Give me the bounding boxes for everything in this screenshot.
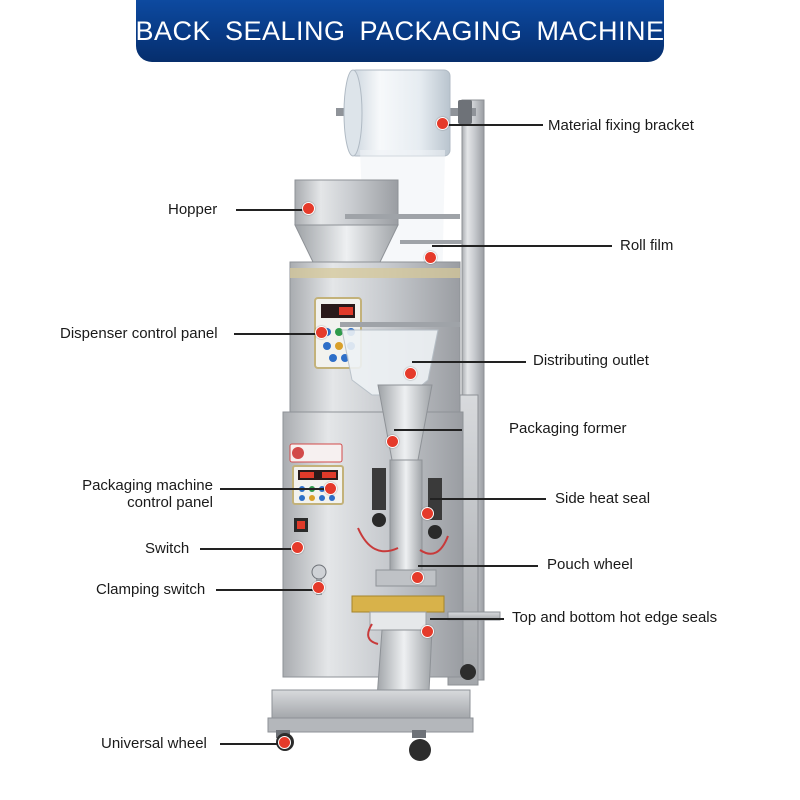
label-hopper: Hopper xyxy=(168,201,218,218)
label-top-bottom-hot-edge-seals: Top and bottom hot edge seals xyxy=(512,609,718,626)
heater-wire-left xyxy=(357,527,399,553)
dispenser-band xyxy=(290,268,460,278)
leader-top-bottom-hot-edge-seals xyxy=(430,618,504,620)
leader-pouch-wheel xyxy=(418,565,538,567)
film-roll-edge xyxy=(343,69,363,157)
marker-dispenser-control-panel xyxy=(315,326,328,339)
label-roll-film: Roll film xyxy=(620,237,674,254)
pouch-wheel-block xyxy=(375,569,437,587)
hopper-cone xyxy=(294,224,399,263)
leader-hopper xyxy=(236,209,310,211)
leader-material-fixing-bracket xyxy=(445,124,543,126)
label-switch: Switch xyxy=(145,540,190,557)
label-universal-wheel: Universal wheel xyxy=(101,735,207,752)
leader-roll-film xyxy=(432,245,612,247)
title-banner: BACK SEALING PACKAGING MACHINE xyxy=(135,0,665,62)
outlet-bar xyxy=(340,322,460,327)
leader-dispenser-control-panel xyxy=(234,333,322,335)
leader-clamping-switch xyxy=(216,589,316,591)
film-roll xyxy=(349,69,451,157)
marker-distributing-outlet xyxy=(404,367,417,380)
wheel-front-right xyxy=(409,739,431,761)
marker-pouch-wheel xyxy=(411,571,424,584)
marker-clamping-switch xyxy=(312,581,325,594)
edge-seal-bar xyxy=(351,595,445,613)
label-line-2: control panel xyxy=(127,494,213,511)
brand-badge xyxy=(289,443,343,463)
marker-universal-wheel xyxy=(278,736,291,749)
clamp-knob xyxy=(311,564,327,580)
label-packaging-former: Packaging former xyxy=(509,420,627,437)
marker-hopper xyxy=(302,202,315,215)
marker-packaging-former xyxy=(386,435,399,448)
guide-bar-2 xyxy=(400,240,462,244)
marker-material-fixing-bracket xyxy=(436,117,449,130)
forming-tube xyxy=(389,459,423,576)
leader-universal-wheel xyxy=(220,743,284,745)
leader-side-heat-seal xyxy=(430,498,546,500)
label-material-fixing-bracket: Material fixing bracket xyxy=(548,117,694,134)
leader-packaging-machine-control-panel xyxy=(220,488,330,490)
label-packaging-machine-control-panel: Packaging machine control panel xyxy=(66,477,213,511)
marker-packaging-machine-control-panel xyxy=(324,482,337,495)
marker-switch xyxy=(291,541,304,554)
label-dispenser-control-panel: Dispenser control panel xyxy=(60,325,218,342)
leader-packaging-former xyxy=(394,429,462,431)
marker-top-bottom-hot-edge-seals xyxy=(421,625,434,638)
base-top xyxy=(271,689,471,719)
marker-roll-film xyxy=(424,251,437,264)
wheel-rear-right xyxy=(460,664,476,680)
right-arm xyxy=(447,611,501,621)
side-seal-left xyxy=(372,468,386,510)
page-title: BACK SEALING PACKAGING MACHINE xyxy=(135,15,665,46)
roll-shaft-cap xyxy=(458,100,472,124)
heater-wire-right xyxy=(419,535,449,555)
label-distributing-outlet: Distributing outlet xyxy=(533,352,649,369)
label-side-heat-seal: Side heat seal xyxy=(555,490,651,507)
base-front xyxy=(267,717,474,733)
leader-distributing-outlet xyxy=(412,361,526,363)
label-clamping-switch: Clamping switch xyxy=(96,581,206,598)
leader-switch xyxy=(200,548,294,550)
guide-bar-1 xyxy=(345,214,460,219)
label-line-1: Packaging machine xyxy=(82,477,213,494)
marker-side-heat-seal xyxy=(421,507,434,520)
label-pouch-wheel: Pouch wheel xyxy=(547,556,633,573)
